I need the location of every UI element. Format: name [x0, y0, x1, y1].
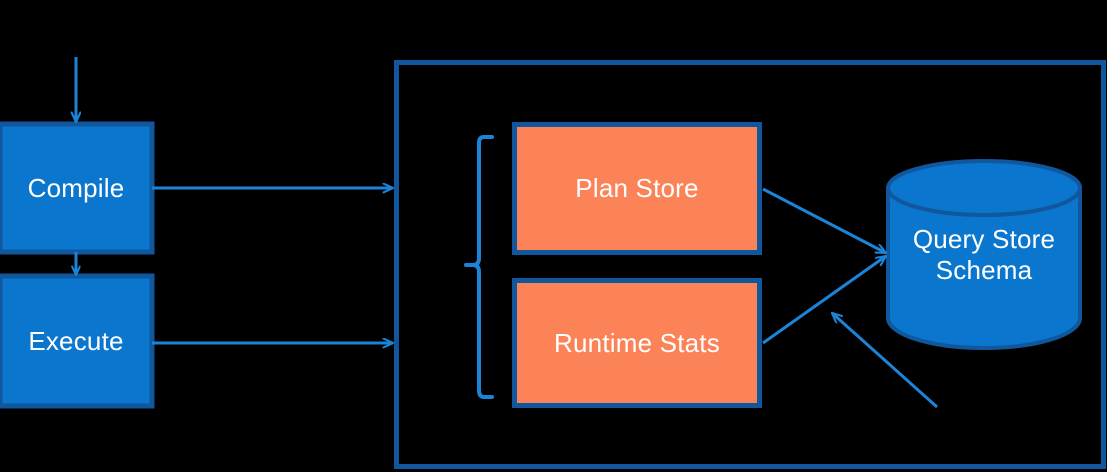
connector-runtime-stats-to-schema	[762, 254, 886, 345]
plan-store-box[interactable]	[512, 122, 762, 255]
execute-box[interactable]	[0, 273, 155, 409]
query-store-schema-cylinder[interactable]	[886, 159, 1082, 350]
connector-plan-store-to-schema	[762, 187, 886, 255]
connector-external-to-schema	[832, 311, 939, 409]
runtime-stats-box[interactable]	[512, 278, 762, 408]
compile-box[interactable]	[0, 121, 155, 255]
query-store-container	[394, 60, 1106, 469]
stores-brace	[464, 135, 494, 399]
